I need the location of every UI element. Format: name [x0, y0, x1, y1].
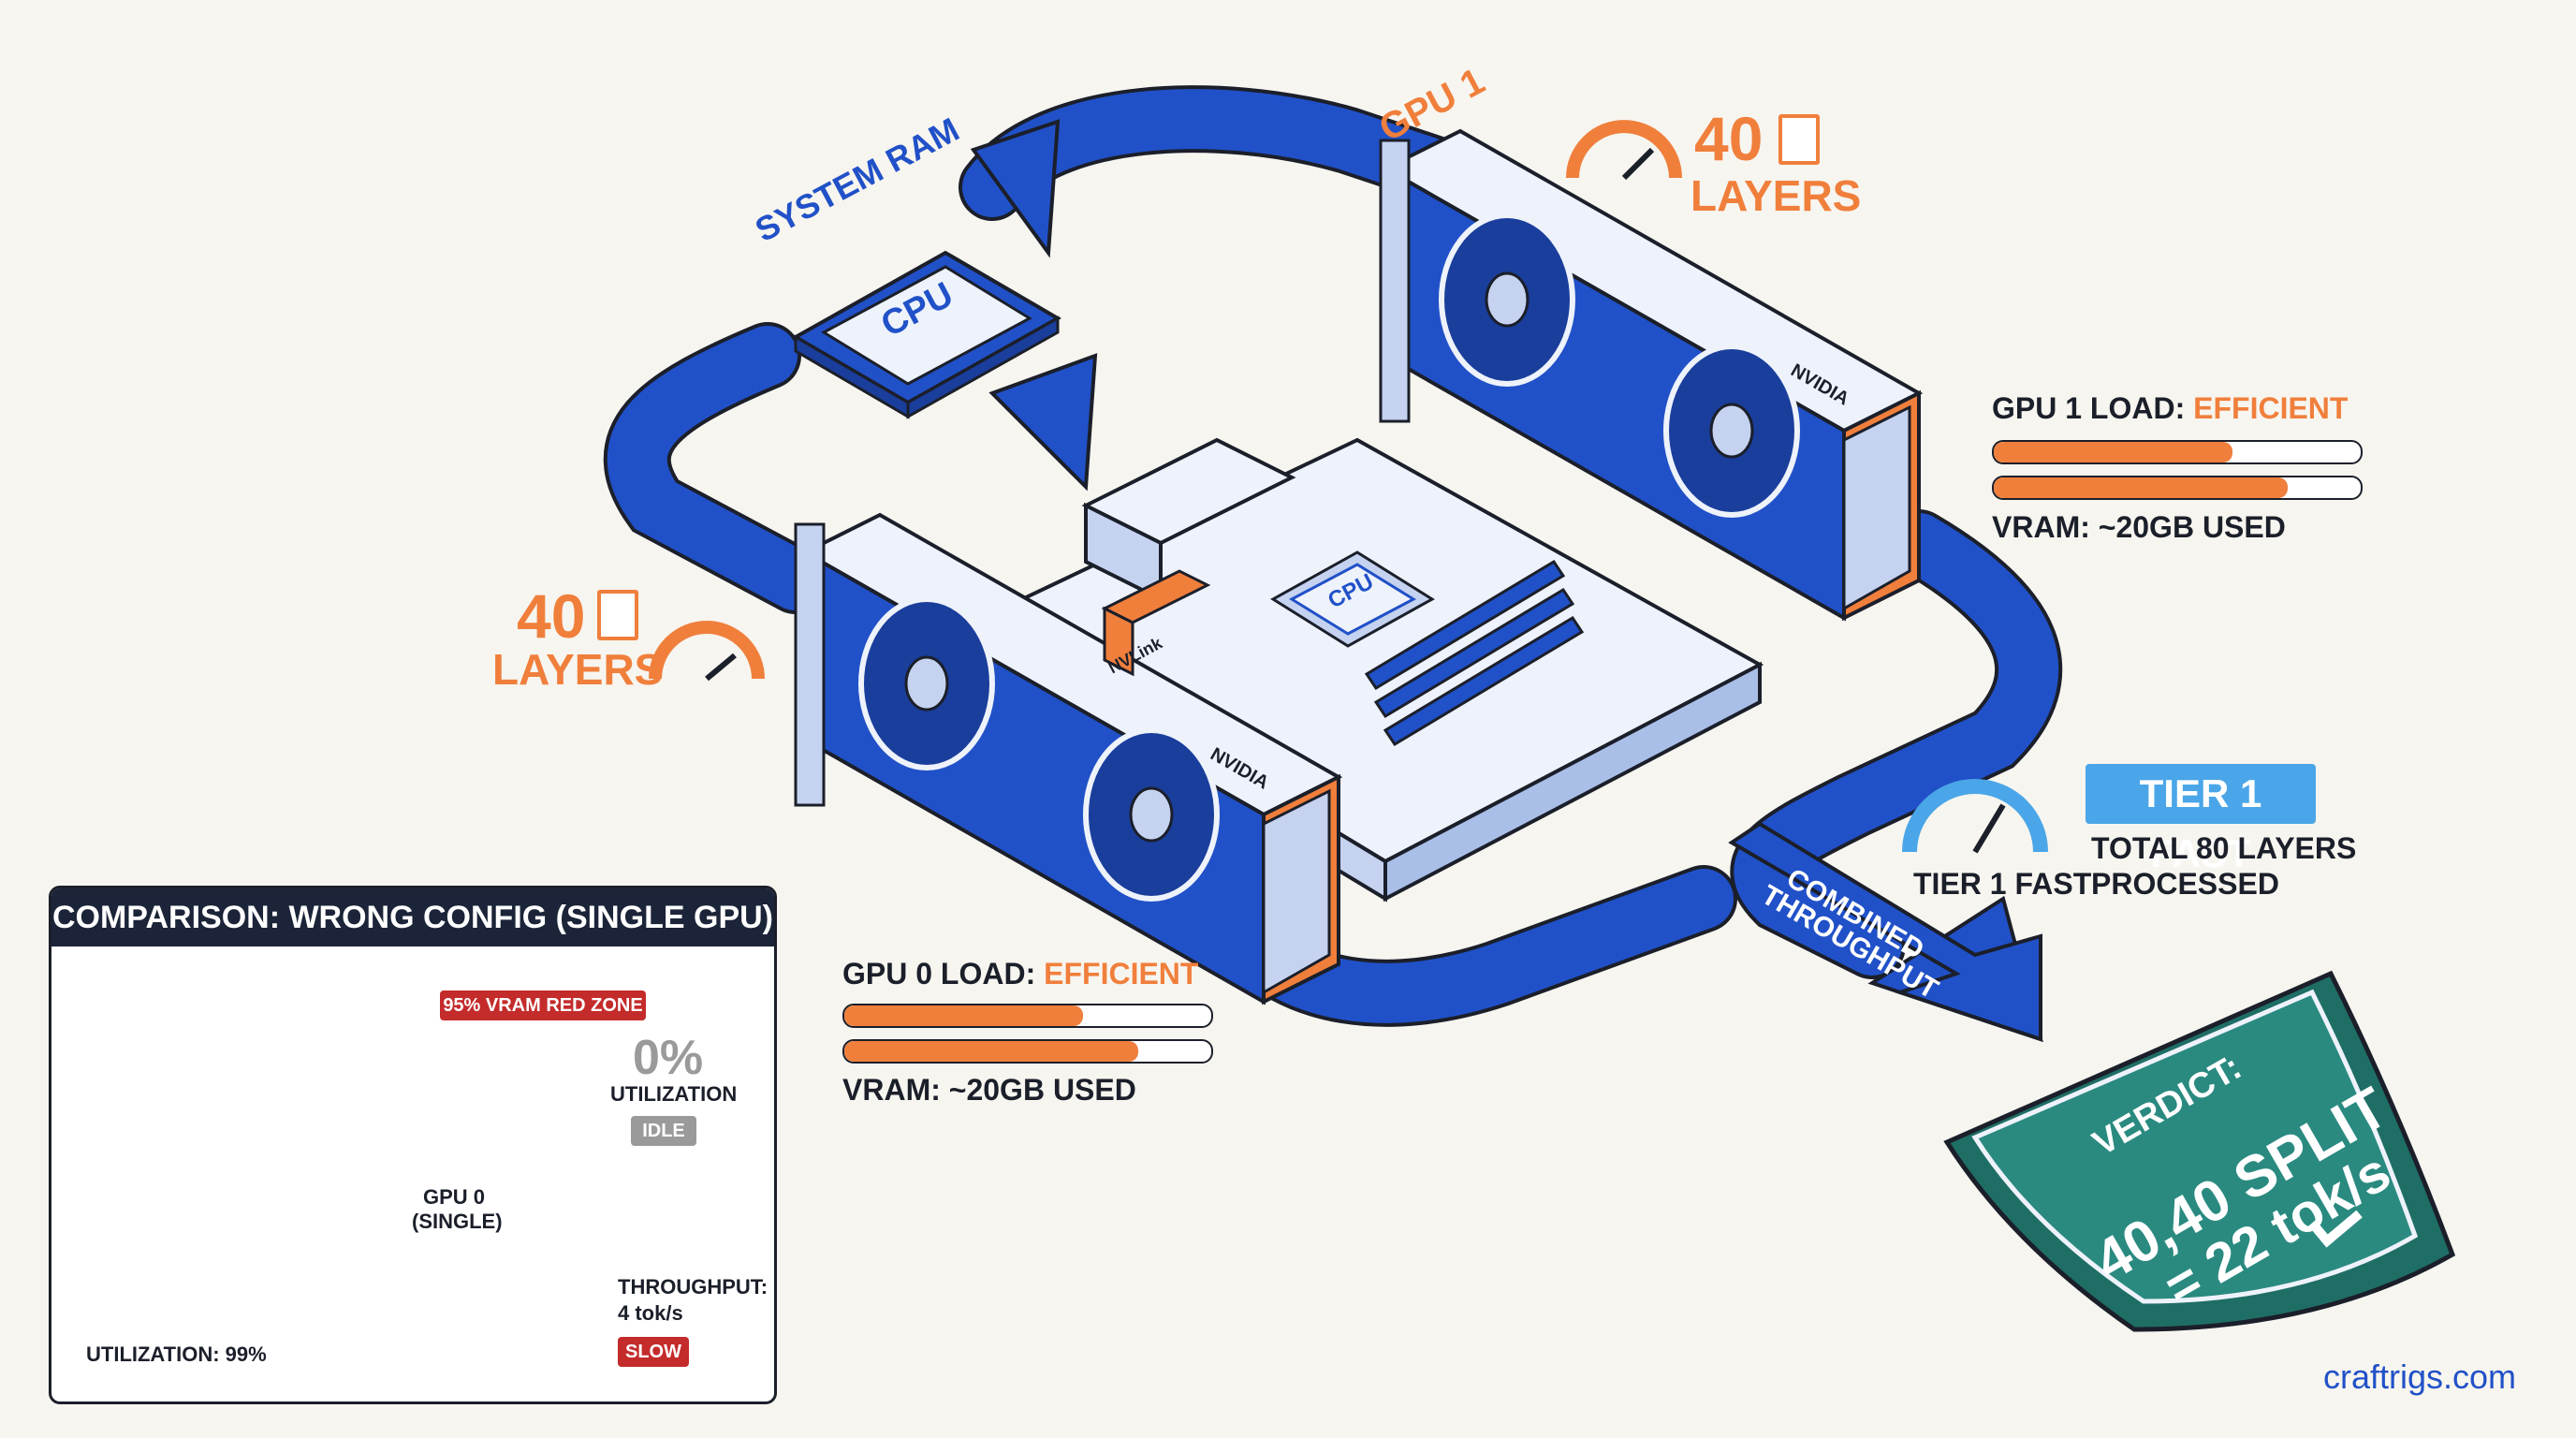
- gpu1-load-row: GPU 1 LOAD: EFFICIENT: [1992, 391, 2348, 426]
- gpu0-load-bar: [842, 1004, 1213, 1028]
- gpu1-card: [1379, 128, 1924, 622]
- tier-gauge: [1902, 779, 2048, 854]
- gpu0-load-bar-fill: [844, 1005, 1083, 1026]
- idle-percent: 0%: [633, 1031, 704, 1085]
- tier-gauge-label: TIER 1 FAST: [1913, 867, 2092, 901]
- idle-utilization-label: UTILIZATION: [610, 1082, 738, 1106]
- gpu0-load-row: GPU 0 LOAD: EFFICIENT: [842, 957, 1198, 991]
- vram-red-zone-badge: 95% VRAM RED ZONE: [440, 990, 646, 1020]
- slow-badge: SLOW: [618, 1337, 689, 1367]
- gpu1-layers-count: 40: [1694, 104, 1764, 173]
- gpu0-layers-count: 40: [517, 581, 586, 651]
- gpu1-load-label: GPU 1 LOAD:: [1992, 391, 2186, 425]
- gpu1-vram-bar-fill: [1994, 477, 2288, 498]
- gpu1-layers-doc-icon: [1778, 114, 1820, 165]
- gpu0-load-label: GPU 0 LOAD:: [842, 957, 1036, 990]
- gpu0-layers-doc-icon: [597, 590, 638, 640]
- single-throughput-value: 4 tok/s: [618, 1301, 683, 1325]
- tier-total-line2: PROCESSED: [2091, 867, 2279, 901]
- single-throughput-label: THROUGHPUT:: [618, 1275, 768, 1299]
- gpu0-vram-bar: [842, 1039, 1213, 1064]
- gpu1-layers-word: LAYERS: [1690, 171, 1862, 220]
- tier-badge: TIER 1 FAST: [2086, 764, 2316, 875]
- gpu0-layers-gauge: [649, 621, 765, 682]
- gpu1-layers-gauge: [1566, 120, 1682, 181]
- gpu1-load-value: EFFICIENT: [2193, 391, 2349, 425]
- idle-badge: IDLE: [631, 1116, 696, 1146]
- gpu1-load-bar: [1992, 440, 2363, 464]
- single-utilization-label: UTILIZATION: 99%: [86, 1343, 267, 1366]
- single-gpu-label-line1: GPU 0: [423, 1185, 486, 1209]
- comparison-title: COMPARISON: WRONG CONFIG (SINGLE GPU): [51, 888, 774, 946]
- tier-total-line1: TOTAL 80 LAYERS: [2091, 831, 2357, 865]
- gpu1-load-bar-fill: [1994, 442, 2232, 462]
- gpu0-load-value: EFFICIENT: [1044, 957, 1199, 990]
- gpu0-vram-label: VRAM: ~20GB USED: [842, 1073, 1136, 1107]
- gpu0-vram-bar-fill: [844, 1041, 1138, 1062]
- gpu0-layers-word: LAYERS: [492, 645, 664, 694]
- single-gpu-label-line2: (SINGLE): [412, 1210, 503, 1233]
- watermark: craftrigs.com: [2323, 1357, 2517, 1396]
- verdict-shield: [1943, 970, 2456, 1332]
- cpu-chip: [791, 250, 1062, 419]
- gpu0-card: [794, 512, 1343, 1005]
- gpu1-vram-label: VRAM: ~20GB USED: [1992, 510, 2286, 544]
- gpu1-vram-bar: [1992, 476, 2363, 500]
